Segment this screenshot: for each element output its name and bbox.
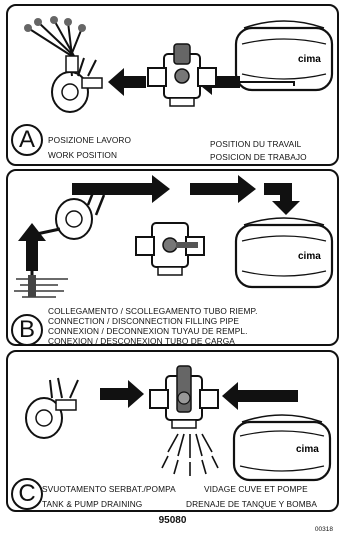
label-it: POSIZIONE LAVORO [48,135,132,145]
label-fr: CONNEXION / DECONNEXION TUYAU DE REMPL. [48,326,248,336]
pump-icon [25,377,79,439]
up-arrow-icon [18,223,46,271]
label-fr: VIDAGE CUVE ET POMPE [204,484,308,494]
tank-icon: cima [234,217,334,289]
label-en: CONNECTION / DISCONNECTION FILLING PIPE [48,316,240,326]
section-letter-b: B [11,314,43,346]
draining-illustration: cima [25,365,332,482]
valve-icon [135,222,205,276]
filling-pipe-illustration: cima [14,175,334,298]
panel-work-position: cima [6,4,339,166]
valve-icon [149,365,219,429]
tank-brand-label: cima [298,54,321,65]
label-es: DRENAJE DE TANQUE Y BOMBA [186,499,317,509]
section-letter-a: A [11,124,43,156]
work-position-illustration: cima [24,16,334,113]
label-fr: POSITION DU TRAVAIL [210,139,302,149]
section-letter-c: C [11,478,43,510]
flow-arrow-icon [72,175,170,203]
label-it: SVUOTAMENTO SERBAT./POMPA [42,484,176,494]
flow-arrow-icon [190,175,256,203]
flow-arrow-icon [100,380,144,408]
panel-filling-pipe: cima B COLLEGAMENTO / SCOLLEGA [6,169,339,346]
label-it: COLLEGAMENTO / SCOLLEGAMENTO TUBO RIEMP. [48,306,258,316]
tank-icon: cima [232,414,332,482]
document-code: 95080 [158,515,187,526]
label-es: POSICION DE TRABAJO [210,152,307,162]
drain-spray-icon [161,433,219,476]
flow-arrow-icon [222,382,298,410]
tank-brand-label: cima [298,251,321,262]
label-es: CONEXION / DESCONEXION TUBO DE CARGA [48,336,235,346]
flow-arrow-icon [264,183,300,215]
spray-boom-icon [24,16,86,73]
tank-icon: cima [234,20,334,92]
label-en: WORK POSITION [48,150,118,160]
page-code: 00318 [314,526,333,533]
panel-draining: cima C SVUOTAMENTO SERBAT./POMPA TANK & … [6,350,339,512]
valve-icon [147,43,217,107]
water-icon [14,278,68,298]
label-en: TANK & PUMP DRAINING [42,499,143,509]
flow-arrow-icon [108,68,146,96]
pump-icon [51,57,103,113]
tank-brand-label: cima [296,444,319,455]
